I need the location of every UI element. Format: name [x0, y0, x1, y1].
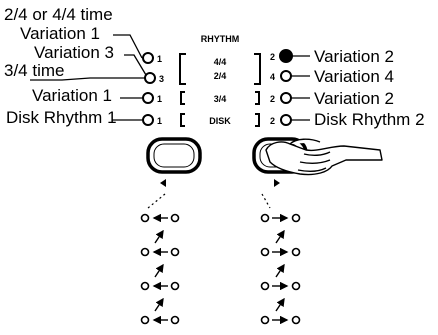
led-left-num-1: 1 — [157, 54, 162, 64]
right-arrow-icons — [272, 213, 289, 325]
led-left-row3 — [142, 92, 154, 104]
led-left-num-row4: 1 — [157, 116, 162, 126]
pressing-hand-icon — [265, 138, 383, 176]
panel-row4-disk: DISK — [209, 116, 231, 126]
led-right-num-row4: 2 — [270, 116, 275, 126]
variation1-mid-label: Variation 1 — [32, 86, 112, 105]
right-triangle-icon — [274, 179, 280, 187]
led-left-variation3 — [144, 72, 156, 84]
variation3-label: Variation 3 — [34, 43, 114, 62]
right-dotted-pointer — [261, 193, 271, 209]
left-arrow-icons — [152, 213, 168, 325]
panel-row3-34: 3/4 — [214, 94, 227, 104]
panel-row1-44: 4/4 — [214, 57, 227, 67]
led-right-variation2-lit — [279, 49, 293, 63]
left-triangle-icon — [160, 179, 166, 187]
led-right-num-row3: 2 — [270, 94, 275, 104]
led-right-row4 — [280, 114, 292, 126]
right-variation2-mid-label: Variation 2 — [314, 89, 394, 108]
rhythm-title: RHYTHM — [201, 34, 240, 44]
right-variation4-label: Variation 4 — [314, 67, 394, 86]
led-right-num-2: 2 — [270, 52, 275, 62]
right-leader-lines — [292, 55, 310, 121]
right-disk-rhythm2-label: Disk Rhythm 2 — [314, 110, 425, 129]
left-rhythm-button[interactable] — [146, 137, 202, 174]
panel-row2-24: 2/4 — [214, 71, 227, 81]
time-24-44-label: 2/4 or 4/4 time — [4, 5, 113, 24]
led-left-row4 — [142, 114, 154, 126]
led-left-variation1 — [142, 52, 154, 64]
time-34-label: 3/4 time — [4, 61, 64, 80]
left-leader-lines — [30, 34, 147, 121]
right-variation2-top-label: Variation 2 — [314, 47, 394, 66]
led-right-row3 — [280, 92, 292, 104]
left-sequence — [140, 213, 180, 325]
led-left-num-3: 3 — [159, 74, 164, 84]
led-right-variation4 — [280, 70, 292, 82]
left-dotted-pointer — [147, 193, 166, 209]
led-left-num-row3: 1 — [157, 94, 162, 104]
panel-brackets — [179, 53, 261, 127]
variation1-top-label: Variation 1 — [20, 24, 100, 43]
led-right-num-4: 4 — [270, 72, 275, 82]
right-sequence — [260, 213, 301, 325]
disk-rhythm1-label: Disk Rhythm 1 — [6, 108, 117, 127]
